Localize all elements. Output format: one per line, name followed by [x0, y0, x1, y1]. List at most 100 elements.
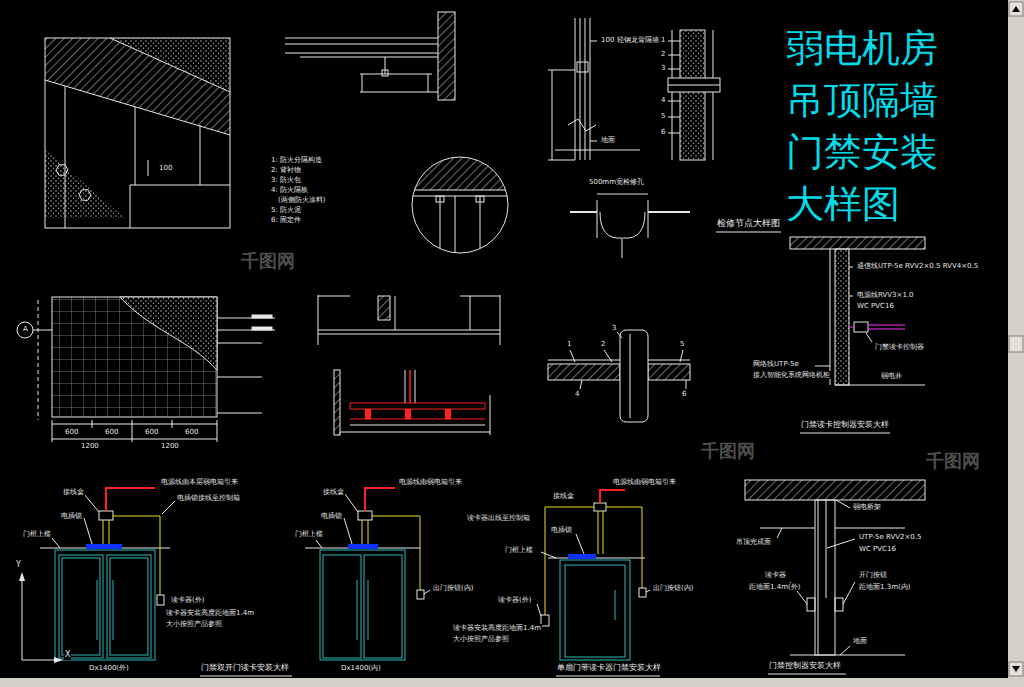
note-label: 地面 [852, 637, 868, 645]
ceiling-section [500, 295, 501, 345]
access-hatch [597, 194, 648, 195]
double-door-detail [19, 488, 292, 676]
note-label: 6: 固定件 [270, 216, 302, 224]
note-label: 门框上槛 [22, 530, 52, 538]
controller-riser [849, 267, 853, 268]
partition-section [668, 69, 680, 70]
access-hatch [716, 232, 781, 233]
access-hatch [597, 200, 598, 238]
note-label: 地面 [600, 136, 616, 144]
single-door-detail [545, 507, 594, 615]
single-door-detail [548, 558, 645, 559]
window-frame [1009, 336, 1023, 352]
single-door-detail [603, 511, 604, 554]
note-label: 开门按钮 [858, 571, 888, 579]
firestop-section [130, 185, 131, 228]
double-door-detail [59, 555, 103, 658]
controller-riser [849, 327, 854, 328]
ceiling-junction [285, 44, 438, 45]
detail-caption: 门禁双开门读卡安装大样 [200, 663, 290, 673]
double-door-detail [316, 540, 322, 548]
note-label: 读卡器(外) [170, 596, 205, 604]
ceiling-grid-plan [92, 420, 93, 428]
ceiling-section [318, 334, 500, 335]
partition-section [668, 78, 720, 92]
dimension-text: 1200 [80, 442, 100, 450]
ceiling-section [318, 295, 500, 435]
ceiling-junction [382, 70, 388, 76]
single-door-detail [646, 590, 650, 592]
controller-riser [868, 325, 905, 326]
callout-number: 2 [600, 340, 606, 348]
window-frame [1009, 2, 1023, 16]
partition-section [577, 62, 588, 72]
wall-device-detail [790, 655, 905, 656]
single-door-detail [556, 676, 660, 677]
ceiling-grid-plan [217, 343, 262, 344]
pipe-penetration [686, 380, 687, 389]
pipe-penetration [570, 350, 575, 362]
double-door-detail [320, 550, 405, 660]
ceiling-section [405, 409, 411, 419]
ceiling-grid-plan [217, 413, 262, 414]
callout-number: 4 [660, 96, 666, 104]
note-label: 100 轻钢龙骨隔墙 [600, 36, 660, 44]
ceiling-section [340, 432, 490, 433]
access-hatch [648, 200, 649, 238]
partition-section [590, 41, 597, 42]
double-door-detail [97, 580, 98, 640]
callout-number: 3 [660, 64, 666, 72]
window-frame [1012, 6, 1020, 12]
dimension-text: 500mm宽检修孔 [588, 178, 645, 186]
ceiling-section [350, 425, 485, 426]
double-door-detail [86, 544, 122, 549]
ceiling-section [415, 370, 416, 403]
wall-device-detail [835, 528, 905, 529]
circle-detail [410, 155, 510, 255]
partition-section [568, 119, 596, 131]
ceiling-grid-plan [52, 297, 217, 417]
callout-number: 5 [660, 112, 666, 120]
note-label: 弱电井 [880, 372, 903, 380]
ceiling-section [395, 296, 396, 330]
dimension-text: 600 [104, 428, 119, 436]
pipe-penetration [604, 350, 612, 362]
note-label: 1: 防火分隔构造 [270, 156, 323, 164]
ceiling-section [334, 370, 340, 435]
dimension-text: Dx1400(内) [340, 664, 382, 672]
access-hatch [622, 238, 623, 258]
partition-section [713, 30, 714, 160]
note-label: 大小按照产品参照 [452, 635, 510, 643]
ceiling-junction [285, 12, 455, 100]
detail-caption: 单扇门带读卡器门禁安装大样 [556, 663, 662, 673]
double-door-detail [358, 511, 372, 520]
ceiling-section [365, 409, 371, 419]
firestop-section [45, 150, 125, 218]
pipe-penetration [548, 364, 620, 380]
firestop-section [148, 160, 149, 176]
note-label: 电源线由弱电箱引来 [612, 478, 677, 486]
access-hatch [570, 211, 597, 213]
firestop-section [65, 86, 66, 228]
note-label: 距地面1.4m(外) [748, 583, 801, 591]
double-door-detail [22, 575, 60, 660]
double-door-detail [424, 590, 430, 594]
note-label: 3: 防火包 [270, 176, 302, 184]
note-label: 电插锁 [320, 512, 343, 520]
dimension-text: 600 [64, 428, 79, 436]
firestop-section [45, 38, 230, 228]
controller-riser [868, 329, 905, 330]
pipe-penetration [548, 360, 690, 361]
single-door-detail [639, 588, 646, 597]
double-door-detail [368, 520, 369, 544]
ceiling-junction [385, 57, 386, 74]
circle-detail [410, 196, 510, 197]
note-label: 电插锁 [60, 512, 83, 520]
double-door-detail [417, 590, 424, 599]
firestop-section [135, 106, 136, 185]
circle-detail [436, 196, 444, 202]
double-door-detail [362, 520, 363, 544]
double-door-detail [368, 580, 369, 640]
ceiling-grid-plan [52, 424, 217, 425]
